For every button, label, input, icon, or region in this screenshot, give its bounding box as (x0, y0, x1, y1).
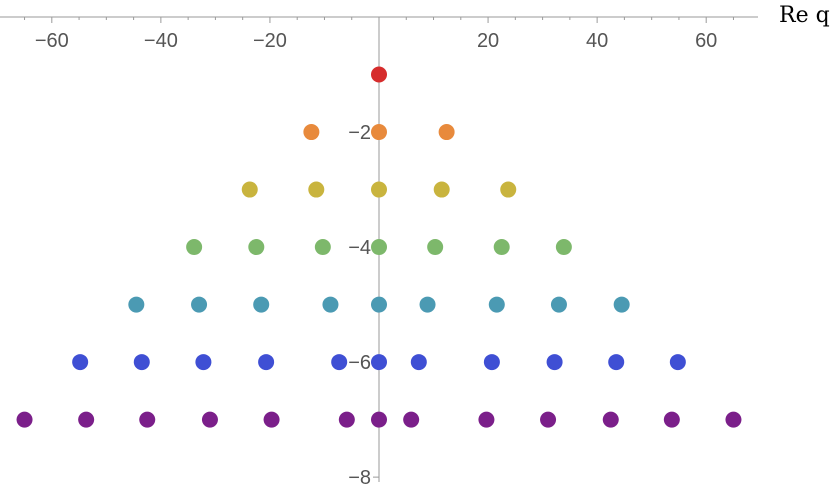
x-tick-label: 40 (586, 30, 608, 52)
x-tick-label: 20 (477, 30, 499, 52)
data-point (608, 354, 625, 371)
x-tick-label: −40 (144, 30, 178, 52)
data-point (308, 181, 325, 198)
data-point (488, 296, 505, 313)
data-points (16, 66, 742, 428)
data-point (546, 354, 563, 371)
data-point (550, 296, 567, 313)
data-point (602, 411, 619, 428)
data-point (16, 411, 33, 428)
data-point (371, 181, 387, 198)
data-point (248, 239, 265, 256)
y-tick-label: −2 (348, 122, 371, 144)
data-point (186, 239, 203, 256)
data-point (555, 239, 572, 256)
data-point (725, 411, 742, 428)
data-point (331, 354, 348, 371)
data-point (419, 296, 436, 313)
data-point (663, 411, 680, 428)
data-point (613, 296, 630, 313)
data-point (195, 354, 212, 371)
data-point (263, 411, 280, 428)
data-point (371, 124, 387, 141)
data-point (322, 296, 339, 313)
y-tick-label: −8 (348, 467, 371, 489)
y-tick-label: −4 (348, 237, 371, 259)
data-point (128, 296, 145, 313)
data-point (410, 354, 427, 371)
x-tick-label: −20 (253, 30, 287, 52)
x-tick-label: 60 (695, 30, 717, 52)
data-point (500, 181, 517, 198)
data-point (433, 181, 450, 198)
data-point (371, 296, 387, 313)
y-tick-label: −6 (348, 352, 371, 374)
data-point (338, 411, 355, 428)
data-point (669, 354, 686, 371)
data-point (438, 124, 455, 141)
data-point (493, 239, 510, 256)
data-point (78, 411, 95, 428)
data-point (201, 411, 218, 428)
x-major-ticks (51, 17, 707, 23)
data-point (253, 296, 270, 313)
data-point (191, 296, 208, 313)
data-point (303, 124, 320, 141)
data-point (72, 354, 89, 371)
data-point (133, 354, 150, 371)
data-point (483, 354, 500, 371)
data-point (427, 239, 444, 256)
data-point (139, 411, 156, 428)
x-minor-ticks (24, 17, 734, 20)
x-tick-label: −60 (35, 30, 69, 52)
data-point (540, 411, 557, 428)
data-point (371, 239, 387, 256)
data-point (371, 354, 387, 371)
data-point (403, 411, 420, 428)
data-point (371, 66, 387, 83)
x-tick-labels: −60 −40 −20 20 40 60 (35, 30, 717, 52)
data-point (478, 411, 495, 428)
x-axis-label: Re q (779, 3, 830, 28)
data-point (241, 181, 258, 198)
data-point (314, 239, 331, 256)
data-point (371, 411, 387, 428)
data-point (258, 354, 275, 371)
y-tick-labels: −2 −4 −6 −8 (348, 122, 371, 489)
